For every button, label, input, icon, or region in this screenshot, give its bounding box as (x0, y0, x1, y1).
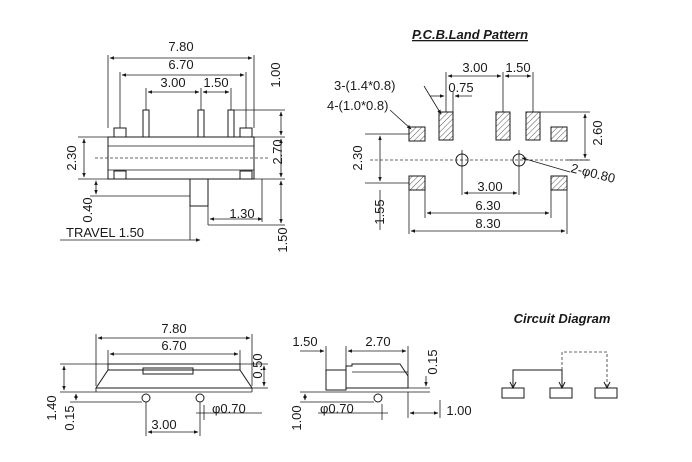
pin-center (197, 109, 205, 138)
pad-large-3 (525, 111, 541, 141)
front-dim-3-00: 3.00 (151, 417, 176, 432)
side-dim-0-15: 0.15 (425, 349, 440, 374)
side-dim-1-00: 1.00 (289, 405, 304, 430)
dim-6-70: 6.70 (168, 57, 193, 72)
pad-large-2 (495, 111, 511, 141)
side-view: 1.50 2.70 0.15 1.00 φ0.70 1.00 (289, 334, 472, 431)
pin-left (142, 109, 150, 138)
pcb-dim-2-30: 2.30 (350, 145, 365, 170)
terminal-3 (594, 387, 618, 399)
pcb-dim-1-50: 1.50 (505, 60, 530, 75)
pad-small-br (550, 175, 568, 191)
front-peg-right (195, 393, 205, 403)
front-body (95, 369, 253, 389)
side-dim-1-00-bottom: 1.00 (446, 403, 471, 418)
tab-tl (113, 127, 127, 138)
pcb-dim-3-00-bottom: 3.00 (477, 179, 502, 194)
top-view: 7.80 6.70 3.00 1.50 1.00 2.70 1.50 2.30 … (60, 39, 290, 253)
switch-path-active (512, 369, 563, 388)
terminal-1 (501, 387, 525, 399)
pcb-land-pattern: P.C.B.Land Pattern 3.00 1.50 0.75 3-(1.4… (327, 27, 617, 234)
pin-right (227, 109, 235, 138)
front-peg-left (141, 393, 151, 403)
front-dim-0-15: 0.15 (62, 405, 77, 430)
pcb-dim-0-75: 0.75 (448, 80, 473, 95)
front-dim-0-50: 0.50 (250, 353, 265, 378)
front-dim-phi-0-70: φ0.70 (212, 401, 246, 416)
pcb-title: P.C.B.Land Pattern (412, 27, 528, 42)
dim-0-40: 0.40 (80, 197, 95, 222)
dim-3-00: 3.00 (160, 75, 185, 90)
pad-small-tr (550, 126, 568, 142)
side-dim-phi-0-70: φ0.70 (320, 401, 354, 416)
front-actuator (142, 367, 194, 375)
pcb-dim-3-00: 3.00 (462, 60, 487, 75)
travel-label: TRAVEL 1.50 (66, 225, 144, 240)
dim-1-00: 1.00 (268, 62, 283, 87)
side-dim-2-70: 2.70 (365, 334, 390, 349)
terminal-2 (549, 387, 573, 399)
pcb-dim-8-30: 8.30 (475, 216, 500, 231)
tab-br (239, 170, 253, 180)
pad-small-tl (408, 126, 426, 142)
pcb-dim-2-60: 2.60 (590, 120, 605, 145)
front-dim-7-80: 7.80 (161, 321, 186, 336)
side-body (345, 363, 409, 389)
pcb-dim-1-55: 1.55 (372, 199, 387, 224)
hole-label: 2-φ0.80 (569, 160, 617, 186)
tab-bl (113, 170, 127, 180)
circuit-diagram: Circuit Diagram (501, 311, 618, 399)
dim-1-50-right: 1.50 (275, 227, 290, 252)
side-peg (373, 393, 383, 403)
side-dim-1-50: 1.50 (292, 334, 317, 349)
dim-7-80: 7.80 (168, 39, 193, 54)
front-dim-1-40: 1.40 (44, 395, 59, 420)
label-3-pads: 3-(1.4*0.8) (334, 78, 395, 93)
circuit-title: Circuit Diagram (514, 311, 611, 326)
dim-2-30: 2.30 (64, 145, 79, 170)
actuator (189, 178, 209, 207)
dim-2-70: 2.70 (270, 139, 285, 164)
dim-1-30: 1.30 (229, 206, 254, 221)
dim-1-50: 1.50 (203, 75, 228, 90)
label-4-pads: 4-(1.0*0.8) (327, 98, 388, 113)
front-dim-6-70: 6.70 (161, 338, 186, 353)
pad-large-1 (438, 111, 454, 141)
front-view: 7.80 6.70 0.50 1.40 0.15 3.00 φ0.70 (44, 321, 268, 436)
tab-tr (239, 127, 253, 138)
pad-small-bl (408, 175, 426, 191)
pcb-dim-6-30: 6.30 (475, 198, 500, 213)
switch-path-alternate (561, 351, 608, 388)
side-actuator (325, 369, 347, 391)
